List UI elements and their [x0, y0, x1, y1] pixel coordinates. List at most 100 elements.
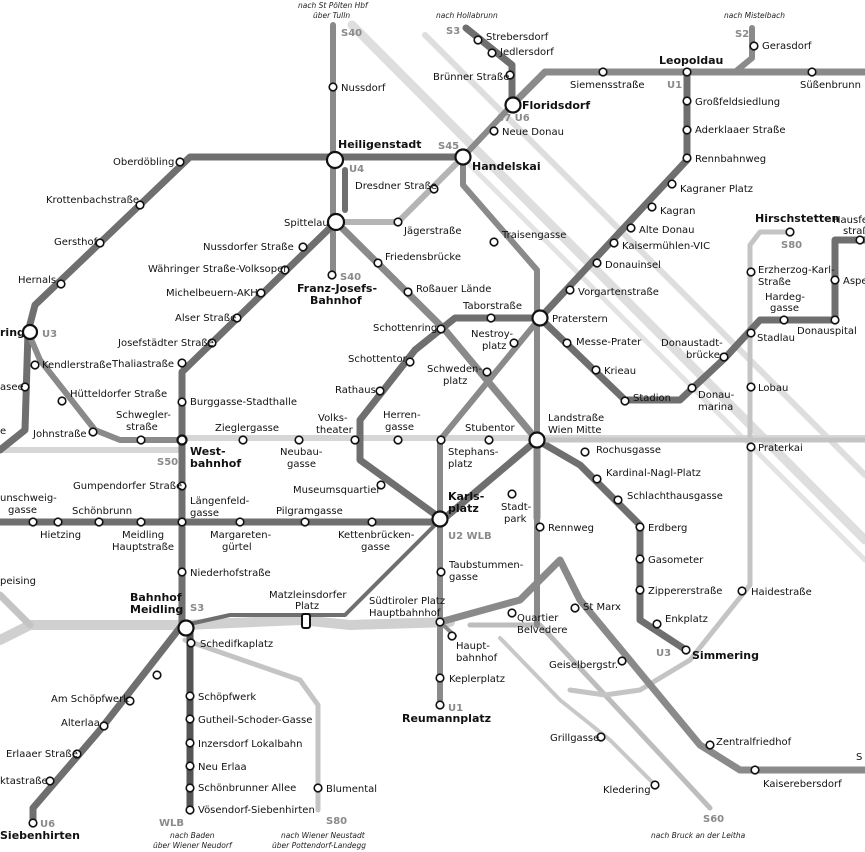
stop-stadlau[interactable] — [746, 328, 756, 338]
stop-rennbahnweg[interactable] — [682, 153, 692, 163]
stop-herrengasse[interactable] — [393, 435, 403, 445]
stop-gerasdorf[interactable] — [749, 41, 759, 51]
stop-pilgramgasse[interactable] — [300, 517, 310, 527]
stop-meidling-hauptstrasse[interactable] — [136, 517, 146, 527]
hub-floridsdorf-marker[interactable] — [504, 96, 522, 114]
stop-kaiserebersdorf[interactable] — [750, 765, 760, 775]
stop-gersthof[interactable] — [95, 238, 105, 248]
stop-neue-donau[interactable] — [489, 126, 499, 136]
stop-bruenner[interactable] — [505, 70, 515, 80]
stop-hietzing[interactable] — [53, 517, 63, 527]
stop-hernals[interactable] — [56, 279, 66, 289]
stop-krottenbach[interactable] — [135, 200, 145, 210]
stop-neu-erlaa[interactable] — [185, 761, 195, 771]
stop-schoenbrunner-allee[interactable] — [185, 783, 195, 793]
stop-praterkai[interactable] — [746, 442, 756, 452]
stop-zentralfriedhof[interactable] — [705, 740, 715, 750]
stop-kledering[interactable] — [650, 780, 660, 790]
stop-am-schoepfwerk[interactable] — [125, 696, 135, 706]
stop-tschertte[interactable] — [152, 670, 162, 680]
stop-schottenring[interactable] — [436, 324, 446, 334]
stop-rennweg[interactable] — [535, 522, 545, 532]
stop-schlachthaus[interactable] — [613, 495, 623, 505]
stop-leopoldau[interactable] — [682, 67, 692, 77]
stop-nussdorfer-strasse[interactable] — [298, 242, 308, 252]
hub-karlsplatz-marker[interactable] — [431, 510, 449, 528]
stop-reumannplatz[interactable] — [435, 700, 445, 710]
stop-st-marx[interactable] — [570, 603, 580, 613]
stop-kendler[interactable] — [30, 360, 40, 370]
stop-lobau[interactable] — [746, 382, 756, 392]
stop-schottentor[interactable] — [405, 357, 415, 367]
stop-taubstummen[interactable] — [436, 567, 446, 577]
stop-suedtiroler[interactable] — [435, 617, 445, 627]
stop-kagraner-platz[interactable] — [667, 179, 677, 189]
stop-neubaugasse[interactable] — [294, 435, 304, 445]
stop-vorgarten[interactable] — [565, 285, 575, 295]
hub-westbahnhof-marker[interactable] — [176, 434, 188, 446]
hub-spittelau-marker[interactable] — [326, 212, 346, 232]
stop-niederhof[interactable] — [177, 567, 187, 577]
stop-gumpendorfer[interactable] — [177, 481, 187, 491]
stop-johnstrasse[interactable] — [88, 427, 98, 437]
stop-dresdner[interactable] — [429, 184, 439, 194]
stop-suessenbrunn[interactable] — [807, 67, 817, 77]
hub-matzleinsdorf-marker[interactable] — [301, 613, 311, 629]
stop-josefstaedter[interactable] — [207, 338, 217, 348]
stop-aderklaaer[interactable] — [682, 125, 692, 135]
stop-gutheil[interactable] — [185, 714, 195, 724]
stop-kepler[interactable] — [435, 673, 445, 683]
stop-erlaaer[interactable] — [72, 749, 82, 759]
stop-blumental[interactable] — [313, 783, 323, 793]
stop-erdberg[interactable] — [635, 522, 645, 532]
hub-ottakring-marker[interactable] — [21, 323, 39, 341]
stop-thalia[interactable] — [177, 358, 187, 368]
stop-burggasse[interactable] — [177, 397, 187, 407]
stop-museumsquartier[interactable] — [376, 480, 386, 490]
stop-friedensbruecke[interactable] — [373, 258, 383, 268]
stop-waehringer[interactable] — [280, 265, 290, 275]
stop-aspern[interactable] — [830, 275, 840, 285]
stop-nussdorf[interactable] — [328, 82, 338, 92]
stop-alte-donau[interactable] — [626, 223, 636, 233]
stop-siebenhirten[interactable] — [28, 818, 38, 828]
stop-braunschweig[interactable] — [28, 517, 38, 527]
stop-stephansplatz[interactable] — [436, 435, 446, 445]
stop-franz-josefs-bahnhof[interactable] — [327, 270, 337, 280]
stop-gasometer[interactable] — [635, 554, 645, 564]
stop-stubentor[interactable] — [484, 435, 494, 445]
stop-schoepfwerk[interactable] — [185, 691, 195, 701]
stop-donaumarina[interactable] — [687, 383, 697, 393]
hub-handelskai-marker[interactable] — [454, 148, 472, 166]
stop-hirschstetten[interactable] — [785, 227, 795, 237]
stop-siemens[interactable] — [598, 67, 608, 77]
stop-volkstheater[interactable] — [350, 435, 360, 445]
stop-nestroy[interactable] — [509, 338, 519, 348]
stop-kaisermuehlen[interactable] — [609, 238, 619, 248]
stop-oberdoebling[interactable] — [175, 157, 185, 167]
stop-zieglergasse[interactable] — [238, 435, 248, 445]
stop-donauinsel[interactable] — [592, 258, 602, 268]
stop-rossauer[interactable] — [403, 287, 413, 297]
stop-zipperer[interactable] — [635, 585, 645, 595]
stop-quartier[interactable] — [507, 608, 517, 618]
stop-margareten[interactable] — [235, 517, 245, 527]
stop-strebersdorf[interactable] — [473, 35, 483, 45]
stop-inzersdorf[interactable] — [185, 738, 195, 748]
hub-praterstern-marker[interactable] — [531, 309, 549, 327]
hub-heiligenstadt-marker[interactable] — [325, 150, 345, 170]
stop-traisengasse[interactable] — [489, 237, 499, 247]
stop-asee[interactable] — [20, 382, 30, 392]
stop-rochusgasse[interactable] — [580, 447, 590, 457]
stop-alterlaa[interactable] — [99, 721, 109, 731]
stop-michelbeuern[interactable] — [256, 288, 266, 298]
stop-jaeger[interactable] — [393, 217, 403, 227]
stop-donaustadtbruecke[interactable] — [719, 352, 729, 362]
stop-grillgasse[interactable] — [596, 732, 606, 742]
stop-krieau[interactable] — [591, 365, 601, 375]
stop-hardegg[interactable] — [779, 315, 789, 325]
stop-huetteldorfer[interactable] — [57, 396, 67, 406]
stop-stadion[interactable] — [620, 396, 630, 406]
stop-kardinal[interactable] — [592, 474, 602, 484]
stop-hausfeld[interactable] — [855, 235, 865, 245]
